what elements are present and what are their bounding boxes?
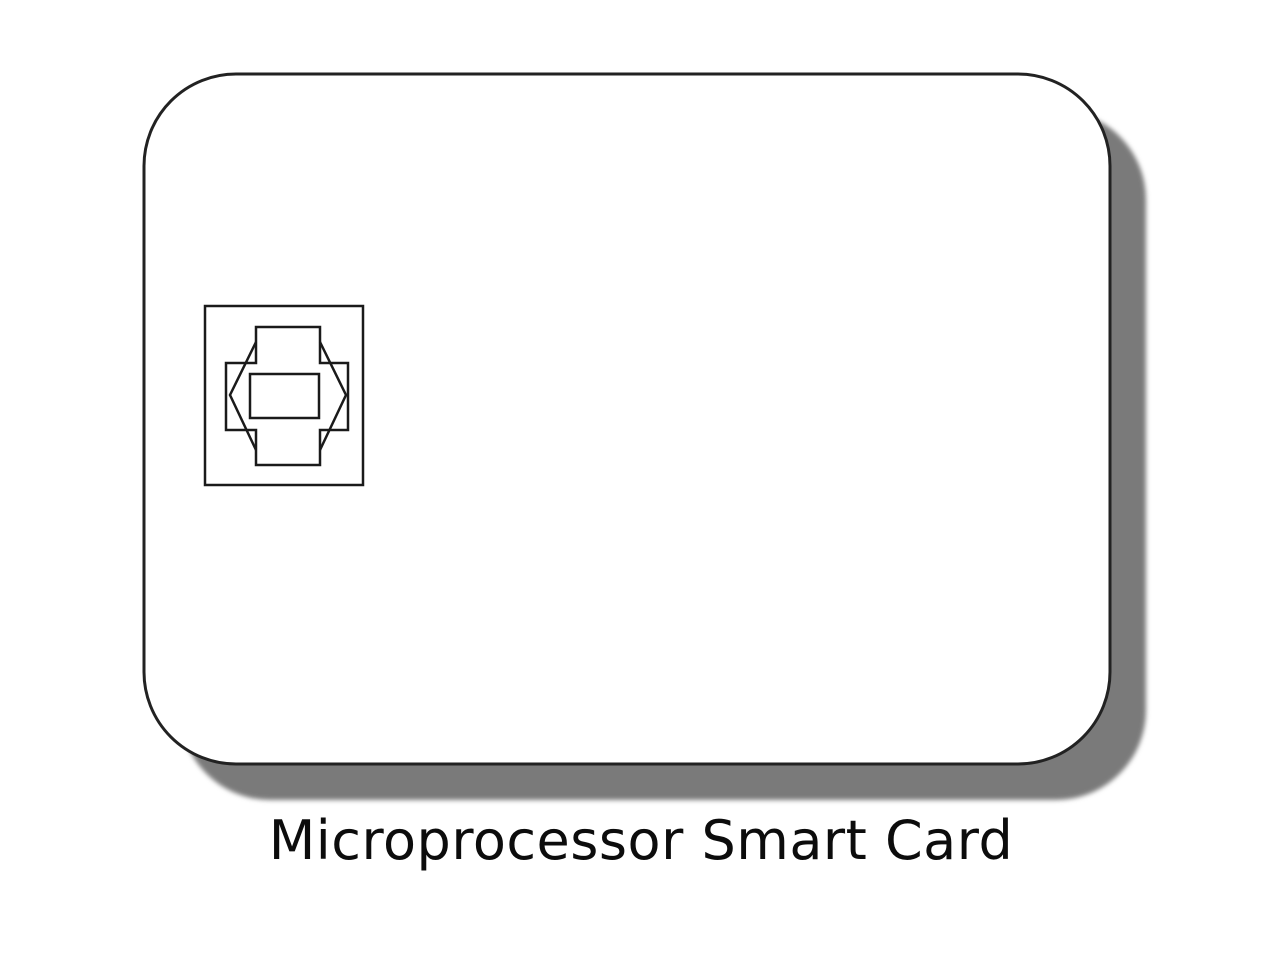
chip-die <box>248 372 321 420</box>
chip-trace-right <box>318 341 348 451</box>
chip-module-frame <box>203 304 365 487</box>
smart-card-body <box>142 72 1112 766</box>
figure-caption: Microprocessor Smart Card <box>268 809 1014 872</box>
chip-trace-left <box>228 341 258 451</box>
chip-contact-icon <box>203 304 365 487</box>
chip-contact-pad <box>224 325 350 467</box>
